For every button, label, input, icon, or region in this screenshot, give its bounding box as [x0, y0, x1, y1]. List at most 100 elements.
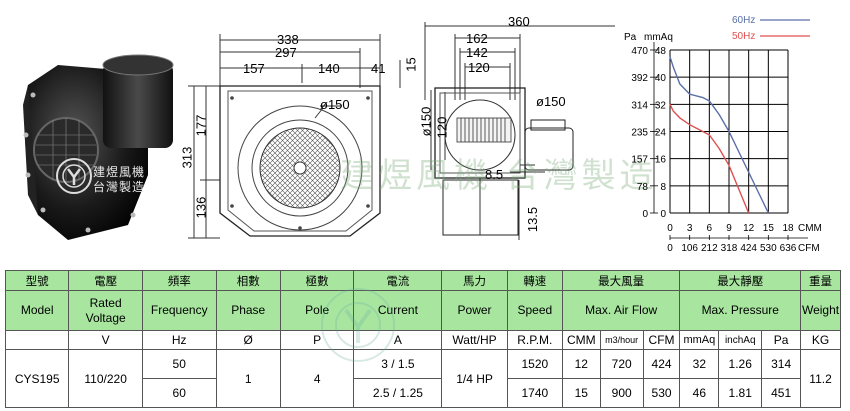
- legend-label: 50Hz: [732, 31, 755, 42]
- front-view-drawing: [188, 34, 401, 239]
- dim-8-5: 8.5: [485, 167, 504, 182]
- th-airflow-zh: 最大風量: [561, 270, 681, 291]
- unit-m3h: m3/hour: [599, 330, 644, 350]
- y-tick-mmaq: 0: [660, 209, 666, 220]
- dim-140: 140: [318, 61, 340, 76]
- x-tick-cmm: 12: [743, 223, 755, 234]
- cell-freq: 50: [141, 349, 217, 379]
- dim-360: 360: [508, 14, 530, 29]
- cell-m3h: 720: [599, 349, 644, 379]
- dim-13-5: 13.5: [525, 206, 541, 233]
- cell-cfm: 424: [642, 349, 681, 379]
- th-phase-en: Phase: [215, 290, 281, 331]
- unit-pa: Pa: [761, 330, 802, 350]
- cell-power: 1/4 HP: [441, 349, 508, 408]
- y-tick-mmaq: 40: [655, 73, 667, 84]
- watermark: 建煜風機 台灣製造: [340, 157, 658, 195]
- y-tick-pa: 0: [642, 209, 648, 220]
- y-tick-pa: 235: [631, 128, 648, 139]
- x-tick-cmm: 15: [763, 223, 775, 234]
- unit-voltage: V: [68, 330, 143, 350]
- th-weight-zh: 重量: [800, 270, 841, 291]
- x-tick-cfm: 636: [780, 243, 797, 254]
- th-pressure-zh: 最大靜壓: [679, 270, 802, 291]
- unit-cmm: CMM: [561, 330, 601, 350]
- x-tick-cmm: 6: [707, 223, 713, 234]
- th-power-en: Power: [441, 290, 508, 331]
- side-view-drawing: [424, 22, 615, 240]
- cell-inchaq: 1.81: [718, 378, 763, 408]
- y-tick-pa: 78: [637, 182, 649, 193]
- y-tick-mmaq: 48: [655, 46, 667, 57]
- th-current-zh: 電流: [353, 270, 443, 291]
- y-tick-pa: 392: [631, 73, 648, 84]
- unit-freq: Hz: [141, 330, 217, 350]
- y-tick-mmaq: 16: [655, 155, 667, 166]
- y-tick-pa: 314: [631, 100, 648, 111]
- dim-dia150-front: ø150: [320, 97, 350, 112]
- th-model-en: Model: [4, 290, 70, 331]
- cell-inchaq: 1.26: [718, 349, 763, 379]
- cell-cfm: 530: [642, 378, 681, 408]
- th-voltage-zh: 電壓: [68, 270, 143, 291]
- x-tick-cmm: 0: [667, 223, 673, 234]
- cell-cmm: 12: [561, 349, 601, 379]
- dim-120-top: 120: [468, 60, 490, 75]
- cell-m3h: 900: [599, 378, 644, 408]
- fan-photo: [23, 54, 174, 240]
- dim-120-vert: 120: [434, 116, 450, 139]
- dim-dia150-vert: ø150: [418, 106, 434, 137]
- x-tick-cfm: 0: [667, 243, 673, 254]
- unit-weight: KG: [800, 330, 841, 350]
- unit-model-blank: [4, 330, 70, 350]
- series-line-60hz: [669, 56, 769, 214]
- dim-136: 136: [193, 196, 209, 219]
- table-watermark-logo: [321, 288, 395, 362]
- spec-table: 型號 電壓 頻率 相數 極數 電流 馬力 轉速 最大風量 最大靜壓 重量 Mod…: [4, 270, 841, 408]
- th-airflow-en: Max. Air Flow: [561, 290, 681, 331]
- cell-phase: 1: [215, 349, 281, 408]
- x-tick-cfm: 530: [760, 243, 777, 254]
- th-freq-en: Frequency: [141, 290, 217, 331]
- cell-pa: 314: [761, 349, 802, 379]
- x-unit-cfm: CFM: [798, 243, 820, 254]
- series-line-50hz: [669, 104, 750, 214]
- x-tick-cfm: 106: [681, 243, 698, 254]
- y-unit-pa: Pa: [624, 32, 637, 43]
- cell-weight: 11.2: [800, 349, 841, 408]
- cell-model: CYS195: [4, 349, 70, 408]
- y-tick-mmaq: 32: [655, 100, 667, 111]
- th-voltage-en: Rated Voltage: [68, 290, 143, 331]
- unit-phase: Ø: [215, 330, 281, 350]
- y-unit-mmaq: mmAq: [644, 32, 673, 43]
- cell-pole: 4: [279, 349, 355, 408]
- th-freq-zh: 頻率: [141, 270, 217, 291]
- x-tick-cfm: 212: [701, 243, 718, 254]
- cell-cmm: 15: [561, 378, 601, 408]
- dim-41: 41: [371, 61, 386, 76]
- x-tick-cfm: 318: [721, 243, 738, 254]
- cell-mmaq: 46: [679, 378, 720, 408]
- cell-speed: 1740: [506, 378, 563, 408]
- x-unit-cmm: CMM: [798, 223, 822, 234]
- dim-157: 157: [243, 61, 265, 76]
- y-tick-mmaq: 24: [655, 128, 667, 139]
- performance-chart: 4847040392323142423516157878000031066212…: [624, 15, 822, 254]
- dim-313: 313: [179, 146, 195, 169]
- x-tick-cmm: 3: [687, 223, 693, 234]
- unit-inchaq: inchAq: [718, 330, 763, 350]
- dim-338: 338: [277, 32, 299, 47]
- brand-logo: [56, 158, 92, 194]
- cell-mmaq: 32: [679, 349, 720, 379]
- cell-freq: 60: [141, 378, 217, 408]
- y-tick-pa: 157: [631, 155, 648, 166]
- dim-dia150-side: ø150: [536, 94, 566, 109]
- y-tick-mmaq: 8: [660, 182, 666, 193]
- th-speed-en: Speed: [506, 290, 563, 331]
- unit-cfm: CFM: [642, 330, 681, 350]
- th-phase-zh: 相數: [215, 270, 281, 291]
- th-pressure-en: Max. Pressure: [679, 290, 802, 331]
- th-weight-en: Weight: [800, 290, 841, 331]
- cell-pa: 451: [761, 378, 802, 408]
- cell-voltage: 110/220: [68, 349, 143, 408]
